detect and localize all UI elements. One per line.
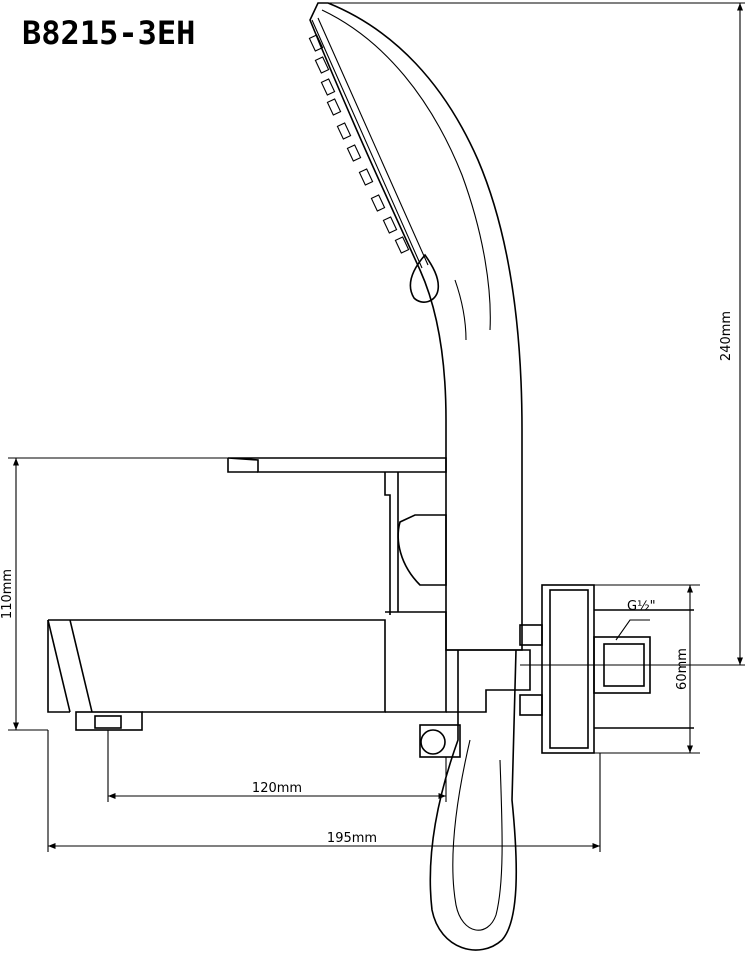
dim-body-height-label: 110mm [0,569,15,619]
dim-overall-length: 195mm [47,730,601,852]
nozzle-row [308,34,410,254]
dim-inlet-height-label: 60mm [675,648,690,690]
product-code-title: B8215-3EH [22,14,196,52]
dim-spout-to-inlet: 120mm [107,730,447,802]
dim-inlet-height: 60mm [594,584,700,754]
dim-total-height: 240mm [326,2,745,666]
dim-total-height-label: 240mm [719,311,734,361]
dim-spout-to-inlet-label: 120mm [252,781,302,796]
mixer-body [47,457,543,758]
dim-overall-length-label: 195mm [327,831,377,846]
hand-shower [308,2,523,951]
dim-body-height: 110mm [0,457,228,731]
wall-inlet [541,584,694,754]
thread-label: G½" [627,599,656,614]
